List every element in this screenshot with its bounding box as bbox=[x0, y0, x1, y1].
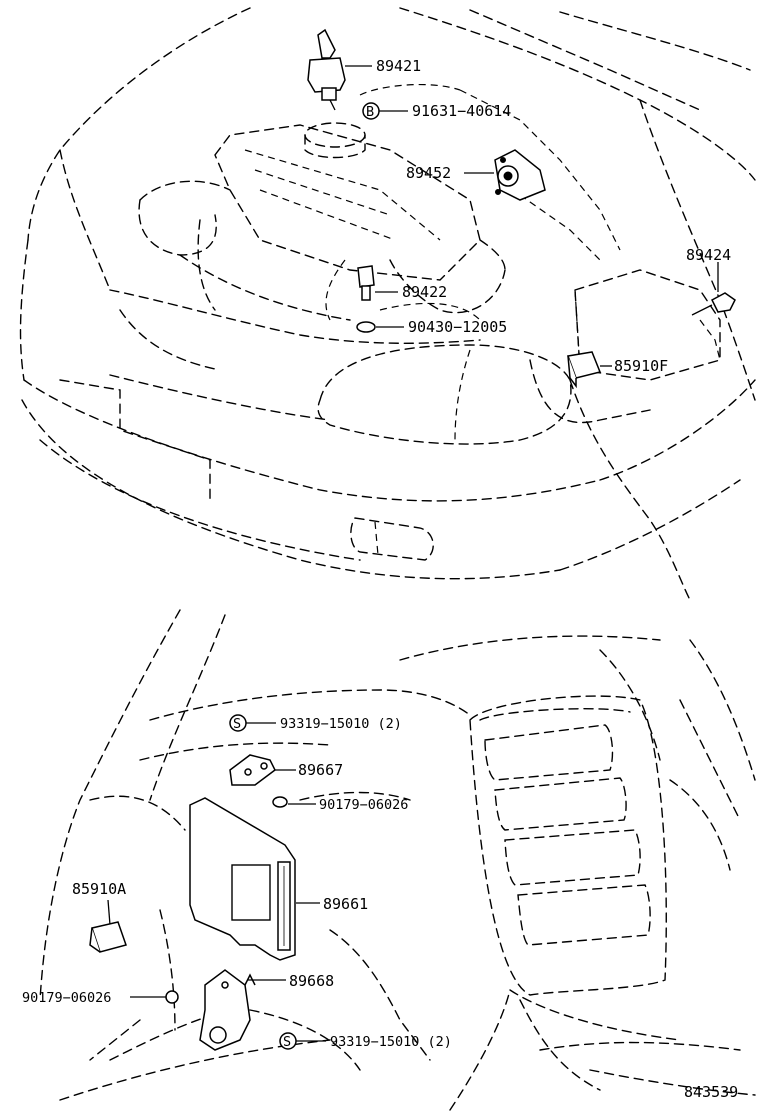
part-89661-ecu bbox=[189, 797, 320, 961]
figure-number: 843539 bbox=[684, 1083, 738, 1101]
part-85910A-relay bbox=[89, 899, 127, 953]
interior-outline bbox=[39, 609, 756, 1111]
part-89452-throttle-sensor bbox=[464, 149, 546, 201]
label-89424: 89424 bbox=[686, 246, 731, 264]
label-93319-15010-lower: 93319−15010 (2) bbox=[330, 1034, 452, 1050]
label-89667: 89667 bbox=[298, 761, 343, 779]
part-89667-bracket bbox=[229, 754, 296, 786]
screw-symbol-lower: S bbox=[283, 1034, 291, 1050]
bolt-symbol: B bbox=[366, 104, 374, 120]
part-89422-sensor bbox=[357, 265, 398, 301]
label-89422: 89422 bbox=[402, 283, 447, 301]
part-90430-gasket bbox=[356, 321, 404, 333]
vehicle-front-outline bbox=[19, 7, 756, 601]
label-90179-06026-lower: 90179−06026 bbox=[22, 990, 111, 1006]
bolt-marker: B bbox=[362, 102, 408, 120]
part-85910F-relay bbox=[566, 351, 612, 389]
part-90179-nut-lower bbox=[130, 990, 179, 1004]
label-89668: 89668 bbox=[289, 972, 334, 990]
screw-marker-lower: S bbox=[279, 1032, 326, 1050]
label-85910F: 85910F bbox=[614, 357, 668, 375]
label-91631-40614: 91631−40614 bbox=[412, 102, 511, 120]
label-89661: 89661 bbox=[323, 895, 368, 913]
label-93319-15010-top: 93319−15010 (2) bbox=[280, 716, 402, 732]
label-90179-06026-upper: 90179−06026 bbox=[319, 797, 408, 813]
screw-symbol-top: S bbox=[233, 716, 241, 732]
label-90430-12005: 90430−12005 bbox=[408, 318, 507, 336]
part-89668-bracket bbox=[199, 969, 286, 1051]
label-89421: 89421 bbox=[376, 57, 421, 75]
part-89424-temp-sensor bbox=[691, 262, 736, 316]
label-89452: 89452 bbox=[406, 164, 451, 182]
part-89421-sensor bbox=[307, 28, 372, 111]
screw-marker-top: S bbox=[229, 714, 276, 732]
part-90179-nut-upper bbox=[272, 796, 316, 808]
label-85910A: 85910A bbox=[72, 880, 126, 898]
